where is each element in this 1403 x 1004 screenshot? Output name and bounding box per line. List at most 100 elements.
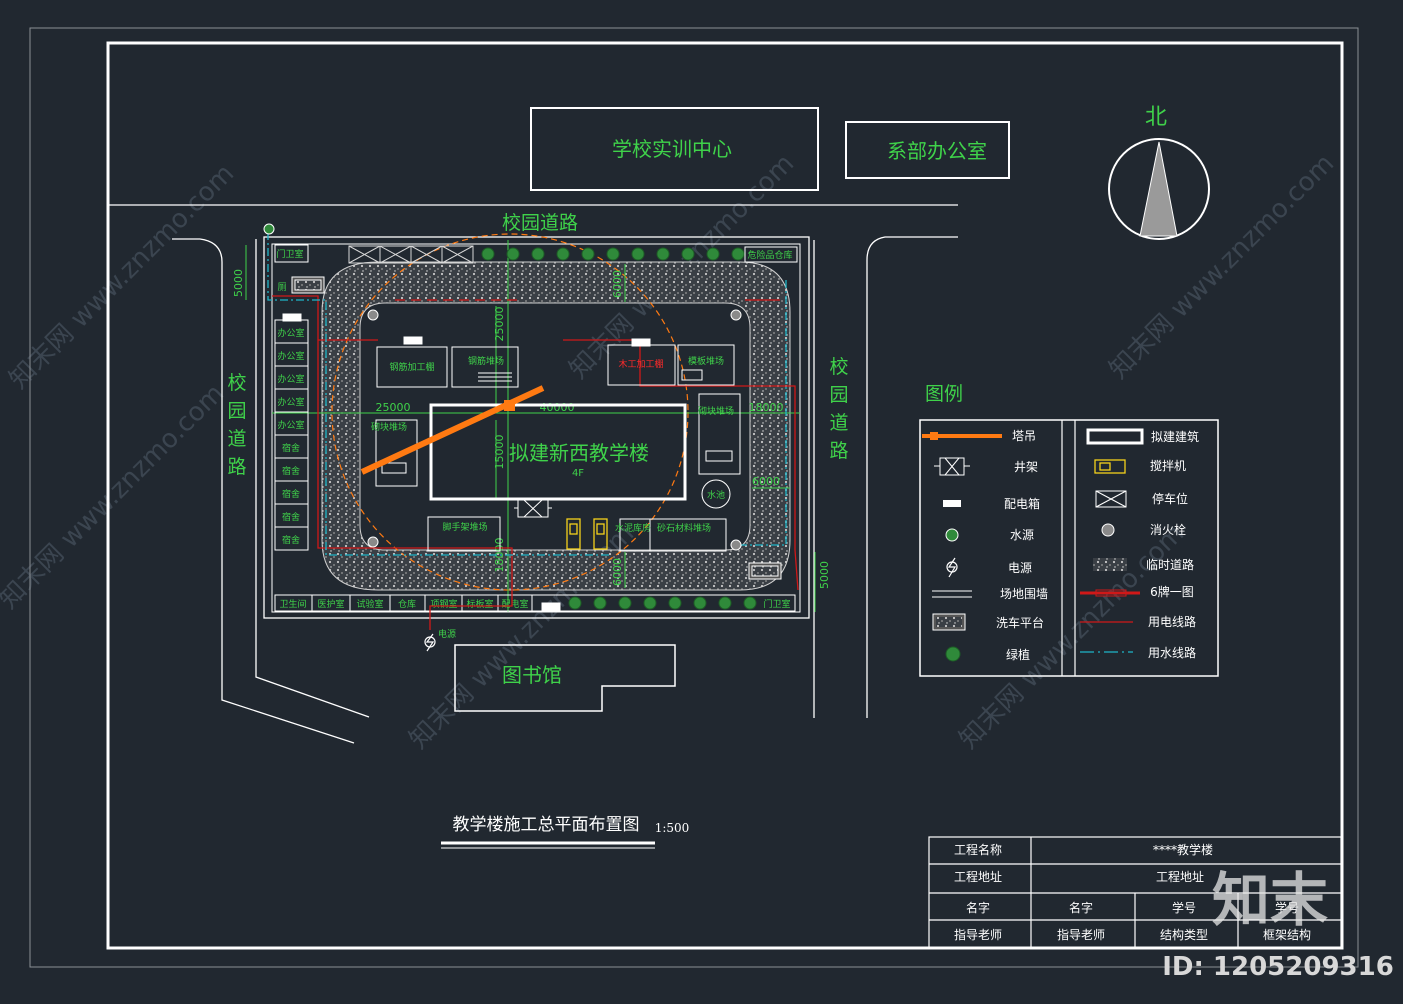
campus-roads xyxy=(108,204,958,744)
svg-text:道: 道 xyxy=(227,428,246,450)
north-road-label: 校园道路 xyxy=(502,212,578,234)
legend-right-labels: 拟建建筑 搅拌机 停车位 消火栓 临时道路 6牌一图 用电线路 用水线路 xyxy=(1146,429,1199,660)
outer-frame xyxy=(29,27,1359,968)
svg-text:学号: 学号 xyxy=(1275,900,1299,915)
svg-text:6000: 6000 xyxy=(752,475,780,488)
hoist-frame-icon xyxy=(514,499,552,518)
site-wall-icon xyxy=(932,590,972,598)
svg-text:工程地址: 工程地址 xyxy=(1156,869,1204,884)
svg-text:医护室: 医护室 xyxy=(317,598,344,610)
svg-text:宿舍: 宿舍 xyxy=(282,465,300,477)
svg-text:5000: 5000 xyxy=(818,561,831,589)
legend-left-labels: 塔吊 井架 配电箱 水源 电源 场地围墙 洗车平台 绿植 xyxy=(996,429,1048,662)
dimension-labels: 5000 5000 6000 6000 6000 25000 25000 400… xyxy=(232,269,831,589)
temporary-road xyxy=(321,261,791,591)
svg-text:危险品仓库: 危险品仓库 xyxy=(747,249,792,261)
svg-text:办公室: 办公室 xyxy=(277,327,304,339)
svg-text:脚手架堆场: 脚手架堆场 xyxy=(442,521,487,533)
west-road-label: 校 园 道 路 xyxy=(227,372,246,478)
svg-text:拟建建筑: 拟建建筑 xyxy=(1151,429,1199,444)
svg-text:搅拌机: 搅拌机 xyxy=(1150,458,1186,473)
svg-text:水源: 水源 xyxy=(1010,528,1034,542)
svg-text:学号: 学号 xyxy=(1172,900,1196,915)
svg-text:卫生间: 卫生间 xyxy=(279,598,306,610)
svg-text:40000: 40000 xyxy=(540,401,575,414)
svg-text:模板堆场: 模板堆场 xyxy=(688,355,724,367)
utility-lines xyxy=(267,232,799,630)
svg-text:园: 园 xyxy=(829,384,848,406)
svg-text:工程地址: 工程地址 xyxy=(954,869,1002,884)
svg-text:校: 校 xyxy=(829,356,848,378)
legend: 图例 塔吊 井架 配电箱 水源 电源 场地围墙 洗车平台 绿植 xyxy=(919,383,1219,677)
watermark-text: 知末网 www.znzmo.com xyxy=(4,159,240,395)
svg-text:砂石材料堆场: 砂石材料堆场 xyxy=(657,522,711,534)
svg-text:6牌一图: 6牌一图 xyxy=(1150,585,1194,599)
svg-text:试验室: 试验室 xyxy=(356,598,383,610)
svg-text:砌块堆场: 砌块堆场 xyxy=(371,421,407,433)
training-center-building xyxy=(530,107,819,191)
watermark-text: 知末网 www.znzmo.com xyxy=(954,519,1190,755)
proposed-building-icon xyxy=(1086,428,1144,445)
svg-text:钢筋加工棚: 钢筋加工棚 xyxy=(389,361,434,373)
svg-text:钢筋堆场: 钢筋堆场 xyxy=(468,355,504,367)
dept-office-label: 系部办公室 xyxy=(887,139,987,163)
svg-text:名字: 名字 xyxy=(1069,900,1093,915)
svg-text:办公室: 办公室 xyxy=(277,350,304,362)
new-building-label: 拟建新西教学楼 xyxy=(509,441,649,465)
svg-text:路: 路 xyxy=(227,456,246,478)
svg-text:路: 路 xyxy=(829,440,848,462)
crane-radius xyxy=(331,233,689,591)
svg-text:工程名称: 工程名称 xyxy=(954,842,1002,857)
svg-text:厕: 厕 xyxy=(277,282,286,293)
temporary-road-icon xyxy=(1093,558,1127,571)
power-source-icon xyxy=(946,557,958,578)
site-wall-inner xyxy=(271,243,801,613)
svg-text:临时道路: 临时道路 xyxy=(1146,557,1194,572)
svg-text:电源: 电源 xyxy=(1008,561,1032,575)
svg-text:宿舍: 宿舍 xyxy=(282,488,300,500)
svg-text:指导老师: 指导老师 xyxy=(1057,927,1105,942)
drawing-title: 教学楼施工总平面布置图 xyxy=(453,815,640,835)
svg-text:18000: 18000 xyxy=(749,401,784,414)
svg-text:井架: 井架 xyxy=(1014,460,1038,474)
svg-text:框架结构: 框架结构 xyxy=(1263,927,1311,942)
water-source-icon xyxy=(263,223,275,235)
drawing-scale: 1:500 xyxy=(655,821,690,835)
sign-board-icon xyxy=(1080,589,1140,597)
svg-text:配电箱: 配电箱 xyxy=(1004,496,1040,511)
inner-frame xyxy=(106,41,1344,950)
svg-text:用电线路: 用电线路 xyxy=(1148,614,1196,629)
north-arrow: 北 xyxy=(1108,105,1210,240)
svg-text:校: 校 xyxy=(227,372,246,394)
svg-text:15000: 15000 xyxy=(493,435,506,470)
svg-text:用水线路: 用水线路 xyxy=(1148,645,1196,660)
svg-text:项钢室: 项钢室 xyxy=(430,598,457,610)
svg-text:场地围墙: 场地围墙 xyxy=(1000,587,1048,601)
brand-watermark: 知末 xyxy=(1212,866,1328,934)
watermark-text: 知末网 www.znzmo.com xyxy=(1104,149,1340,385)
fire-hydrants xyxy=(367,309,742,551)
tower-crane-icon xyxy=(922,432,1002,440)
svg-text:门卫室: 门卫室 xyxy=(763,598,790,610)
distribution-box-icon xyxy=(943,500,961,507)
parking-spaces xyxy=(348,245,474,264)
mixer-icon xyxy=(1094,459,1126,474)
svg-text:水池: 水池 xyxy=(707,489,725,501)
svg-text:宿舍: 宿舍 xyxy=(282,534,300,546)
svg-text:洗车平台: 洗车平台 xyxy=(996,615,1044,630)
yard-labels: 钢筋加工棚 钢筋堆场 木工加工棚 模板堆场 砌块堆场 砌块堆场 水池 脚手架堆场… xyxy=(371,355,734,640)
dimension-lines xyxy=(245,240,816,612)
training-center-label: 学校实训中心 xyxy=(612,137,732,161)
svg-text:指导老师: 指导老师 xyxy=(954,927,1002,942)
svg-text:结构类型: 结构类型 xyxy=(1160,927,1208,942)
svg-text:宿舍: 宿舍 xyxy=(282,511,300,523)
svg-text:电源: 电源 xyxy=(438,628,456,640)
hoist-frame-icon xyxy=(934,457,970,476)
svg-text:门卫室: 门卫室 xyxy=(276,248,303,260)
svg-text:塔吊: 塔吊 xyxy=(1012,429,1036,443)
green-plants xyxy=(481,247,757,610)
svg-text:名字: 名字 xyxy=(966,900,990,915)
svg-text:道: 道 xyxy=(829,412,848,434)
svg-text:5000: 5000 xyxy=(232,269,245,297)
